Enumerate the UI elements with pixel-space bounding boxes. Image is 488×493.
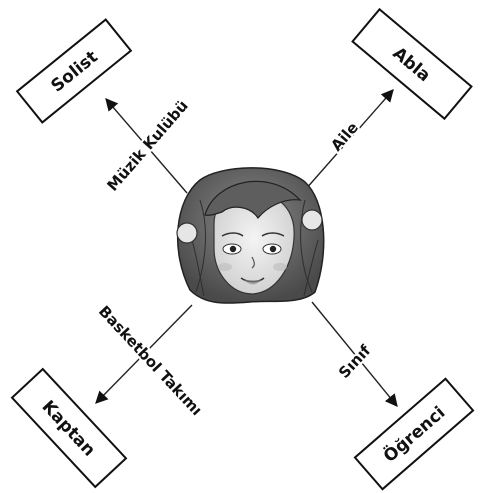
node-ogrenci: Öğrenci: [353, 377, 475, 491]
arrow-to-ogrenci: [311, 301, 398, 407]
edge-label-aile: Aile: [327, 119, 362, 155]
edge-label-basketbol-takimi: Basketbol Takımı: [95, 302, 206, 419]
node-kaptan: Kaptan: [10, 367, 128, 489]
node-solist: Solist: [15, 18, 133, 124]
arrow-to-kaptan: [95, 304, 193, 404]
arrow-to-abla: [304, 89, 394, 191]
node-abla: Abla: [351, 7, 473, 121]
girl-face-icon: [176, 167, 325, 304]
edge-label-sinif: Sınıf: [335, 341, 375, 382]
arrow-to-solist: [105, 98, 188, 194]
